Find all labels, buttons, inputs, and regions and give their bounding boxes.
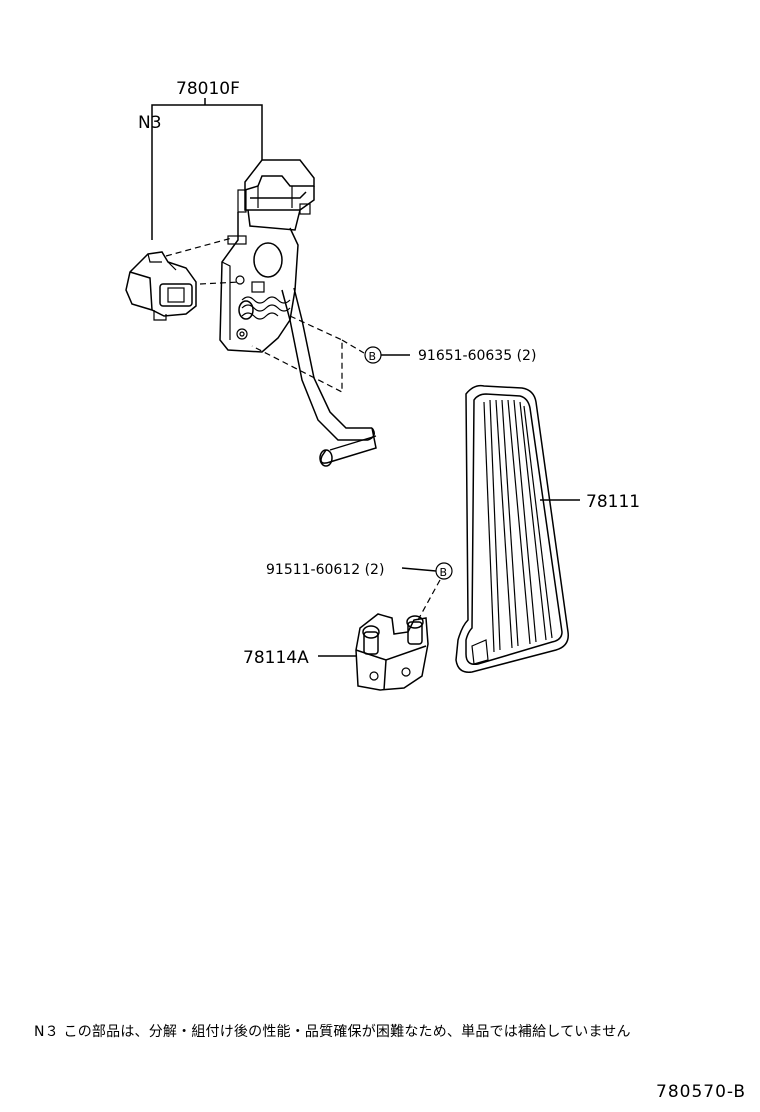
label-N3: N3 [138, 113, 162, 133]
footnote: N３ この部品は、分解・組付け後の性能・品質確保が困難なため、単品では補給してい… [34, 1024, 631, 1040]
pedal-arm-assembly [219, 159, 377, 467]
label-78010F: 78010F [176, 79, 240, 99]
callout-b-top: B [364, 346, 410, 364]
label-78114A: 78114A [243, 648, 309, 668]
assembly-leader [151, 98, 263, 240]
label-91511-60612: 91511-60612 (2) [266, 562, 384, 578]
pedal-pad [455, 384, 569, 673]
callout-b-bottom: B [401, 562, 453, 580]
label-91651-60635: 91651-60635 (2) [418, 348, 536, 364]
diagram-code: 780570-B [656, 1082, 747, 1102]
svg-text:B: B [440, 566, 448, 579]
pad-bracket [355, 613, 429, 691]
position-sensor [125, 251, 197, 321]
label-78111: 78111 [586, 492, 640, 512]
svg-text:B: B [369, 350, 377, 363]
